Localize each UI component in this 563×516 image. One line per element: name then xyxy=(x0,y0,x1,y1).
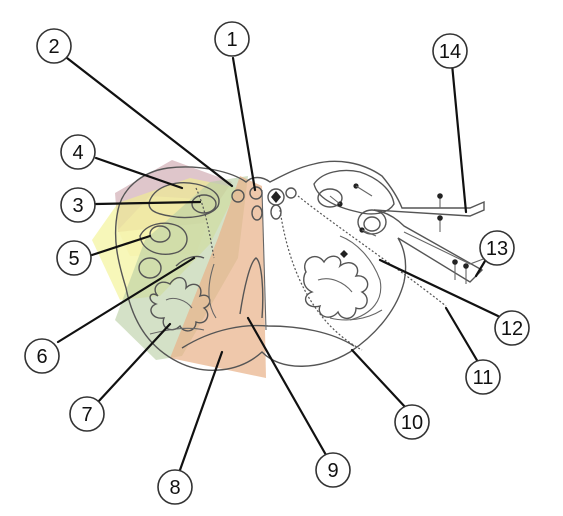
label-14-text: 14 xyxy=(439,41,461,63)
dashed-tract-left xyxy=(195,187,215,259)
label-5-text: 5 xyxy=(68,248,79,270)
root-bulb-a xyxy=(437,193,443,199)
right-olive xyxy=(303,255,369,319)
label-4-text: 4 xyxy=(72,142,83,164)
root-strand xyxy=(403,231,487,265)
label-10-text: 10 xyxy=(401,412,423,434)
medulla-outline xyxy=(114,160,487,371)
right-dorsal-nucleus-a xyxy=(317,188,343,208)
structure-circle-2 xyxy=(231,189,245,203)
dashed-tract-1 xyxy=(279,209,363,351)
label-14: 14 xyxy=(432,33,468,69)
label-7: 7 xyxy=(69,396,105,432)
left-lower-nucleus xyxy=(138,257,162,279)
leader-2 xyxy=(65,56,234,188)
label-circles: 1 2 3 4 5 6 7 8 xyxy=(24,21,530,505)
root-bulb-c xyxy=(452,259,458,265)
leader-4 xyxy=(94,156,184,190)
leader-6 xyxy=(56,256,196,344)
label-13-text: 13 xyxy=(486,238,508,260)
label-2: 2 xyxy=(36,28,72,64)
leader-5 xyxy=(90,234,152,257)
ventral-boundary xyxy=(181,324,355,349)
label-8-text: 8 xyxy=(169,477,180,499)
dashed-tract-2 xyxy=(297,195,447,307)
left-olive-hilum xyxy=(208,263,217,319)
outer-contour xyxy=(114,160,485,371)
label-4: 4 xyxy=(60,134,96,170)
left-thin-arc xyxy=(175,255,205,267)
left-small-nucleus-b xyxy=(149,225,171,243)
label-9: 9 xyxy=(315,452,351,488)
leader-11 xyxy=(444,306,480,364)
label-1: 1 xyxy=(214,21,250,57)
label-12-text: 12 xyxy=(501,318,523,340)
region-green xyxy=(115,176,248,360)
right-dorsal-lines xyxy=(329,185,377,237)
left-olive-base xyxy=(149,327,205,335)
label-6: 6 xyxy=(24,338,60,374)
left-dorsal-nucleus xyxy=(148,182,220,219)
structure-oval-3 xyxy=(251,205,263,221)
left-small-nucleus-a xyxy=(191,194,217,214)
label-9-text: 9 xyxy=(327,460,338,482)
leader-lines xyxy=(56,56,500,472)
right-diamond-small xyxy=(340,250,348,258)
colored-regions xyxy=(92,160,266,378)
right-arc-2 xyxy=(329,309,383,321)
right-olive-inner xyxy=(317,278,353,293)
left-olive xyxy=(149,277,211,332)
leader-7 xyxy=(96,322,172,404)
leader-12 xyxy=(378,258,500,318)
label-10: 10 xyxy=(394,404,430,440)
label-8: 8 xyxy=(157,469,193,505)
right-dorsal-nucleus-c xyxy=(363,216,381,232)
left-pyramid-column xyxy=(239,257,264,319)
root-bulb-b xyxy=(437,215,443,221)
label-2-text: 2 xyxy=(48,36,59,58)
label-3: 3 xyxy=(60,187,96,223)
left-olive-inner xyxy=(165,297,193,309)
structure-circle-1 xyxy=(249,186,263,200)
structure-oval-6 xyxy=(270,204,282,220)
label-11: 11 xyxy=(465,359,501,395)
label-3-text: 3 xyxy=(72,195,83,217)
root-bulb-d xyxy=(463,263,469,269)
structure-diamond xyxy=(271,191,281,203)
leader-10 xyxy=(350,348,408,410)
label-1-text: 1 xyxy=(226,29,237,51)
label-12: 12 xyxy=(494,310,530,346)
leader-8 xyxy=(178,350,224,472)
right-dorsal-complex xyxy=(313,169,395,215)
structure-circle-5 xyxy=(285,187,297,199)
leader-3 xyxy=(94,200,202,206)
label-5: 5 xyxy=(56,240,92,276)
label-6-text: 6 xyxy=(36,346,47,368)
leader-9 xyxy=(246,316,328,457)
label-13: 13 xyxy=(479,230,515,266)
label-11-text: 11 xyxy=(473,367,494,389)
label-7-text: 7 xyxy=(81,404,92,426)
leader-14 xyxy=(450,62,468,214)
left-middle-nucleus xyxy=(139,222,188,255)
leader-1 xyxy=(231,56,257,192)
right-olive-arc xyxy=(339,235,382,321)
